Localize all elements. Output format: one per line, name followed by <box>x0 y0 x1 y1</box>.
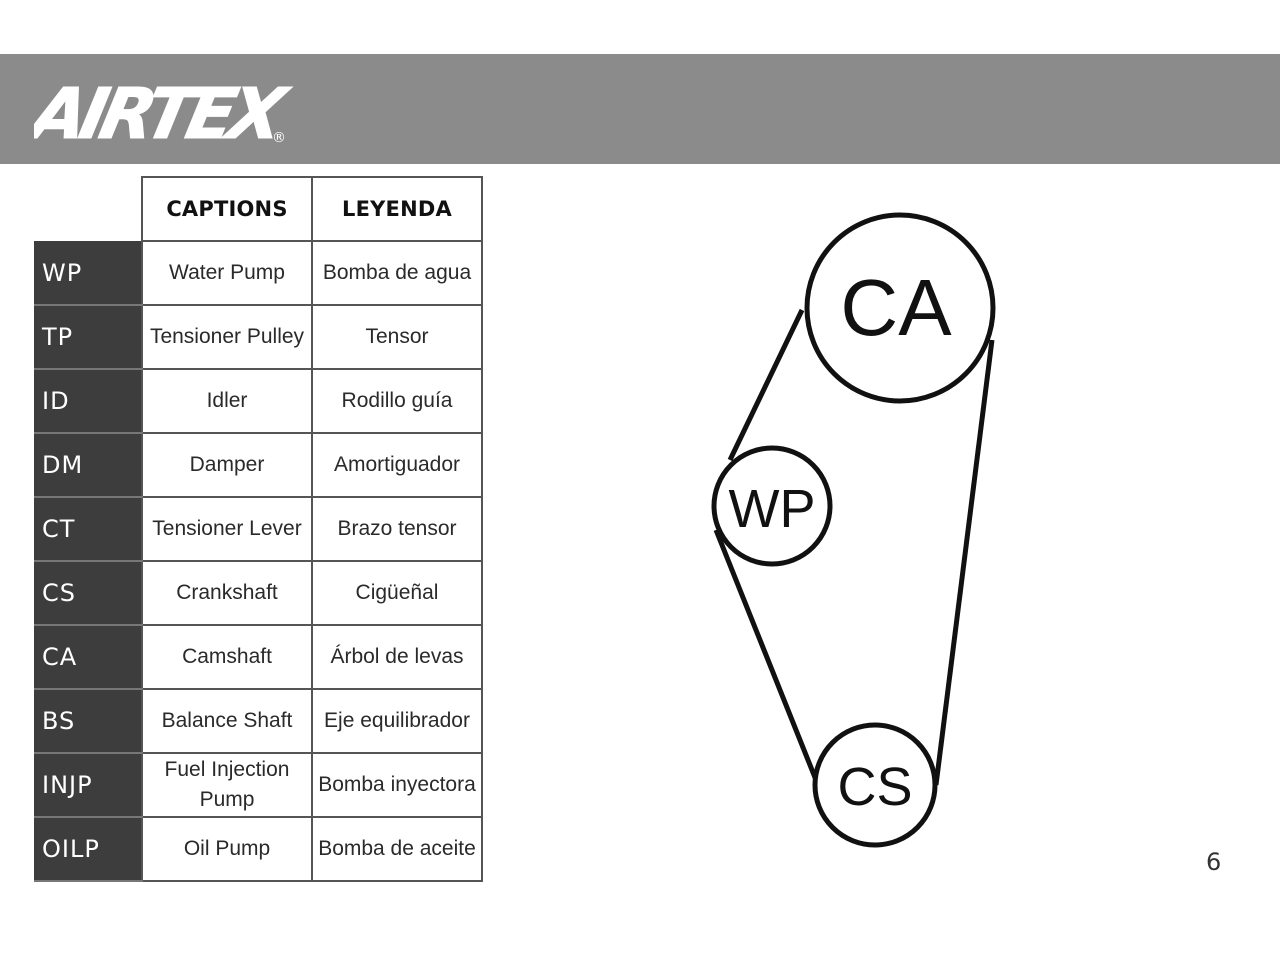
caption-cell: Damper <box>142 433 313 498</box>
header-blank-cell <box>34 177 143 241</box>
pulley-crankshaft <box>812 722 938 848</box>
caption-cell: Crankshaft <box>142 561 313 626</box>
leyenda-cell: Bomba de agua <box>312 241 483 306</box>
code-cell: BS <box>34 689 143 754</box>
header-captions: CAPTIONS <box>142 176 313 242</box>
code-cell: WP <box>34 241 143 306</box>
code-cell: OILP <box>34 817 143 882</box>
caption-cell: Tensioner Pulley <box>142 305 313 370</box>
registered-mark: ® <box>272 130 286 146</box>
leyenda-cell: Árbol de levas <box>312 625 483 690</box>
leyenda-cell: Cigüeñal <box>312 561 483 626</box>
code-cell: ID <box>34 369 143 434</box>
code-cell: TP <box>34 305 143 370</box>
leyenda-cell: Bomba inyectora <box>312 753 483 818</box>
leyenda-cell: Rodillo guía <box>312 369 483 434</box>
page-number: 6 <box>1206 848 1222 876</box>
airtex-logo: AIRTEX ® <box>34 72 294 155</box>
leyenda-cell: Brazo tensor <box>312 497 483 562</box>
code-cell: INJP <box>34 753 143 818</box>
legend-header-row: CAPTIONS LEYENDA <box>34 176 483 242</box>
pulley-label-wp: WP <box>729 479 816 539</box>
code-cell: CA <box>34 625 143 690</box>
belt-segment-wp-cs <box>713 529 821 786</box>
code-cell: CS <box>34 561 143 626</box>
leyenda-cell: Eje equilibrador <box>312 689 483 754</box>
leyenda-cell: Tensor <box>312 305 483 370</box>
pulley-label-ca: CA <box>840 263 952 352</box>
belt-segment-ca-wp <box>727 308 805 462</box>
pulley-camshaft <box>804 212 996 404</box>
header-leyenda: LEYENDA <box>312 176 483 242</box>
leyenda-cell: Bomba de aceite <box>312 817 483 882</box>
caption-cell: Camshaft <box>142 625 313 690</box>
caption-cell: Balance Shaft <box>142 689 313 754</box>
caption-cell: Fuel Injection Pump <box>142 753 313 818</box>
pulley-label-cs: CS <box>837 757 912 817</box>
code-cell: DM <box>34 433 143 498</box>
logo-wordmark: AIRTEX <box>34 73 294 155</box>
belt-segment-cs-ca <box>933 339 995 786</box>
belt-diagram: CA WP CS <box>711 212 996 848</box>
code-cell: CT <box>34 497 143 562</box>
caption-cell: Oil Pump <box>142 817 313 882</box>
header-bar <box>0 54 1280 164</box>
pulley-water-pump <box>711 445 833 567</box>
caption-cell: Water Pump <box>142 241 313 306</box>
caption-cell: Tensioner Lever <box>142 497 313 562</box>
caption-cell: Idler <box>142 369 313 434</box>
leyenda-cell: Amortiguador <box>312 433 483 498</box>
